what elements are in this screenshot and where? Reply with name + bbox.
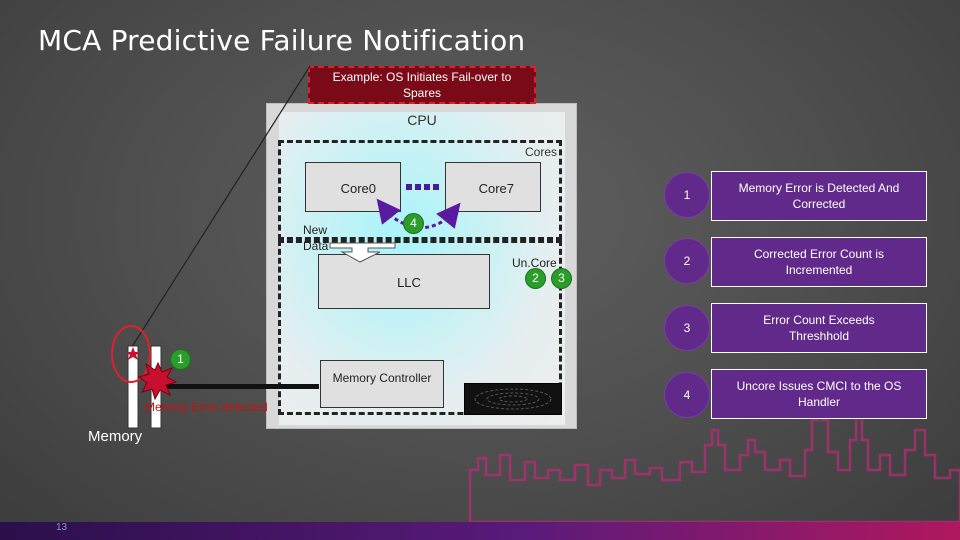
step-4-number: 4 bbox=[665, 373, 709, 417]
step-1-number: 1 bbox=[665, 173, 709, 217]
step-3-box: Error Count Exceeds Threshhold bbox=[711, 303, 927, 353]
memory-controller-label: Memory Controller bbox=[332, 371, 432, 385]
llc-label: LLC bbox=[397, 275, 421, 290]
core-ellipsis bbox=[406, 184, 439, 190]
step-1-box: Memory Error is Detected And Corrected bbox=[711, 171, 927, 221]
page-number: 13 bbox=[56, 522, 68, 533]
bottom-accent-bar bbox=[0, 522, 960, 540]
marker-4-core-path: 4 bbox=[404, 214, 423, 233]
step-1-text: Memory Error is Detected And Corrected bbox=[738, 181, 900, 211]
interconnect-pattern bbox=[474, 388, 552, 410]
llc-box: LLC bbox=[318, 254, 490, 309]
slide-title: MCA Predictive Failure Notification bbox=[38, 24, 526, 57]
memory-label: Memory bbox=[88, 428, 143, 445]
memory-error-label: Memroy Error detected bbox=[145, 400, 268, 414]
step-2-text: Corrected Error Count is Incremented bbox=[753, 247, 885, 277]
marker-1-memory: 1 bbox=[171, 350, 190, 369]
new-data-label: New Data bbox=[303, 223, 329, 253]
marker-2-uncore: 2 bbox=[526, 269, 545, 288]
marker-3-uncore: 3 bbox=[552, 269, 571, 288]
uncore-label: Un.Core bbox=[512, 256, 557, 270]
core0-label: Core0 bbox=[340, 181, 376, 196]
cpu-label: CPU bbox=[407, 112, 437, 128]
uncore-interconnect-block bbox=[464, 383, 562, 415]
core0-box: Core0 bbox=[305, 162, 401, 212]
step-4-text: Uncore Issues CMCI to the OS Handler bbox=[736, 379, 902, 409]
core7-label: Core7 bbox=[478, 181, 514, 196]
memory-controller-box: Memory Controller bbox=[320, 360, 444, 408]
example-note-box: Example: OS Initiates Fail-over to Spare… bbox=[308, 66, 536, 104]
cores-label: Cores bbox=[524, 145, 557, 159]
step-3-number: 3 bbox=[665, 306, 709, 350]
example-note-text: Example: OS Initiates Fail-over to Spare… bbox=[332, 70, 512, 100]
core7-box: Core7 bbox=[445, 162, 541, 212]
step-3-text: Error Count Exceeds Threshhold bbox=[763, 313, 875, 343]
step-2-box: Corrected Error Count is Incremented bbox=[711, 237, 927, 287]
step-2-number: 2 bbox=[665, 239, 709, 283]
step-4-box: Uncore Issues CMCI to the OS Handler bbox=[711, 369, 927, 419]
